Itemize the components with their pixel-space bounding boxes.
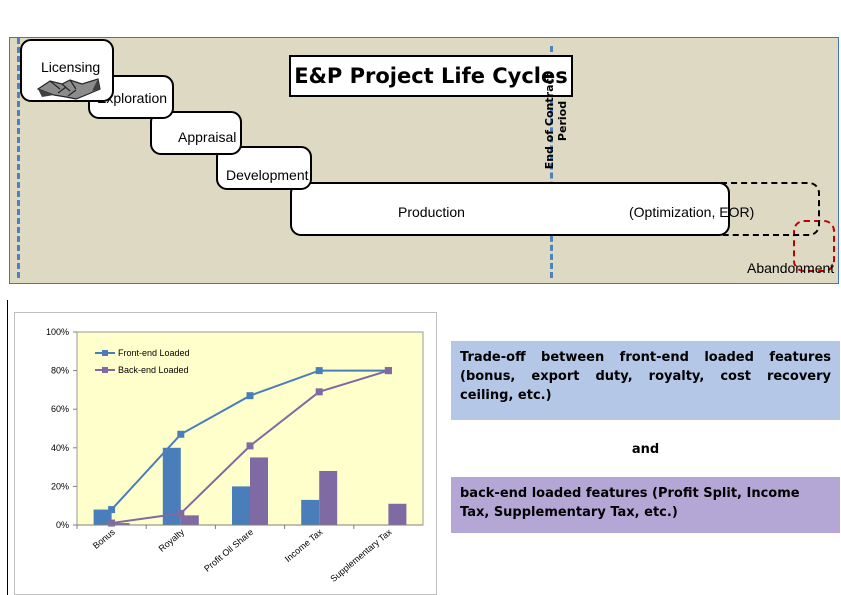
x-tick-label-4: Supplementary Tax <box>328 527 394 584</box>
point-0-1 <box>177 430 185 438</box>
stage-appraisal: Appraisal <box>150 111 242 155</box>
bar-0-2 <box>232 486 250 525</box>
point-1-1 <box>177 509 185 517</box>
stage-licensing: Licensing <box>20 39 114 102</box>
bar-1-3 <box>319 470 338 525</box>
stage-licensing-label: Licensing <box>41 59 101 75</box>
bar-1-0 <box>111 523 130 525</box>
point-0-0 <box>108 506 116 514</box>
end-of-contract-line <box>550 46 553 278</box>
stage-exploration-label: Exploration <box>97 90 168 106</box>
y-tick-label: 20% <box>51 481 69 491</box>
y-tick-label: 100% <box>46 327 69 337</box>
front-end-note: Trade-off between front-end loaded featu… <box>451 341 840 420</box>
chart-panel: 0% 20% 40% 60% 80% 100% Bonus Royalty Profit Oil… <box>14 312 437 595</box>
handshake-icon <box>36 78 101 100</box>
legend-label-0: Front-end Loaded <box>118 348 190 358</box>
x-tick-label-2: Profit Oil Share <box>202 527 255 574</box>
bar-1-1 <box>180 515 199 525</box>
y-tick-label: 60% <box>51 404 69 414</box>
point-1-0 <box>108 519 116 527</box>
y-tick-label: 80% <box>51 366 69 376</box>
y-tick-label: 40% <box>51 443 69 453</box>
legend-marker-0 <box>102 350 108 356</box>
left-dashed-line <box>17 38 20 278</box>
end-of-contract-label: End of Contract Period <box>543 72 569 170</box>
stage-abandonment-label: Abandonment <box>747 260 835 276</box>
bar-0-0 <box>93 509 112 525</box>
bar-0-1 <box>162 447 181 525</box>
point-1-3 <box>315 388 323 396</box>
diagram-title: E&P Project Life Cycles <box>289 55 573 97</box>
stage-production: Production (Optimization, EOR) <box>290 182 754 236</box>
legend-marker-1 <box>102 367 108 373</box>
and-label: and <box>631 442 660 457</box>
stage-production-label: Production <box>398 204 465 220</box>
left-border-line <box>7 300 8 595</box>
point-0-3 <box>315 367 323 375</box>
stage-development-label: Development <box>226 167 309 183</box>
stage-abandonment <box>793 220 835 272</box>
lifecycle-diagram: Production (Optimization, EOR) Abandonme… <box>9 37 839 284</box>
x-tick-label-1: Royalty <box>157 527 187 554</box>
x-tick-label-3: Income Tax <box>283 527 325 564</box>
point-1-2 <box>246 442 254 450</box>
point-1-4 <box>384 367 392 375</box>
point-0-2 <box>246 392 254 400</box>
bar-0-3 <box>301 499 320 525</box>
back-end-note: back-end loaded features (Profit Split, … <box>451 477 840 533</box>
x-tick-label-0: Bonus <box>91 527 117 551</box>
bar-1-2 <box>250 457 268 525</box>
stage-optimization-label: (Optimization, EOR) <box>629 204 755 220</box>
bar-1-4 <box>388 503 407 525</box>
chart-svg: 0% 20% 40% 60% 80% 100% Bonus Royalty Profit Oil… <box>46 327 424 584</box>
legend-label-1: Back-end Loaded <box>118 365 189 375</box>
stage-development: Development <box>216 146 312 190</box>
y-tick-label: 0% <box>56 520 69 530</box>
stage-appraisal-label: Appraisal <box>178 129 237 145</box>
